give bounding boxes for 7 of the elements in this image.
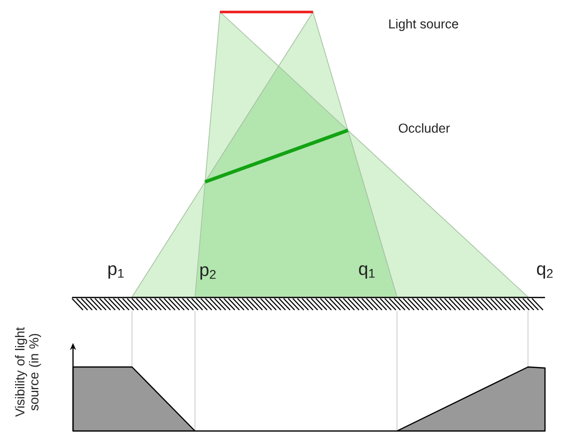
point-label: p$_{2}$ xyxy=(200,266,216,280)
occluder-label: Occluder xyxy=(398,123,450,133)
point-label: p$_{1}$ xyxy=(108,265,124,279)
axis-label: Visibility of light source (in %) xyxy=(15,327,42,417)
light-source-label: Light source xyxy=(389,18,458,32)
point-label: q$_{2}$ xyxy=(537,265,553,279)
point-label: q$_{1}$ xyxy=(359,265,375,279)
